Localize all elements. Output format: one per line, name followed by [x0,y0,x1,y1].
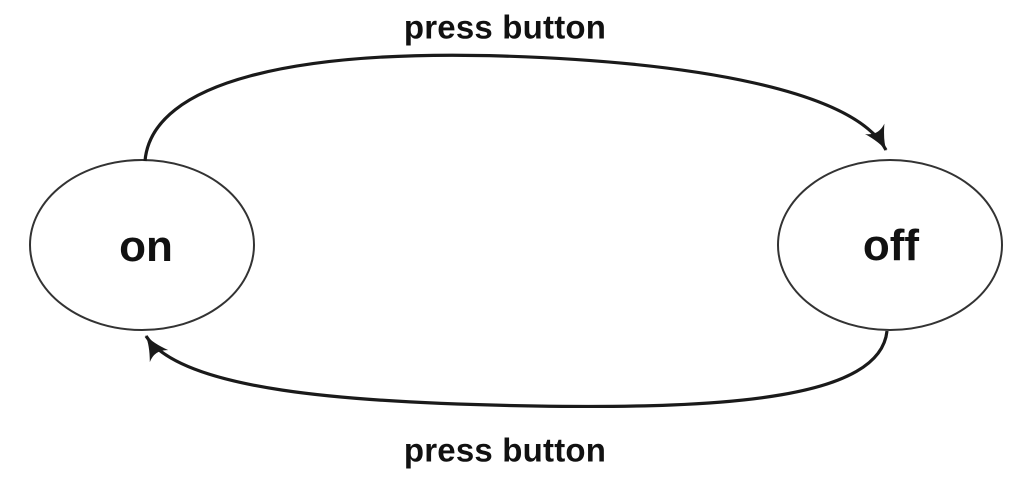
transition-bottom-label: press button [403,431,607,469]
state-off-ellipse [777,159,1003,331]
state-off-label: off [862,221,920,270]
state-on-ellipse [29,159,255,331]
transition-on-to-off-arrow [143,53,888,162]
transition-top-label: press button [403,8,607,46]
transition-off-to-on-arrow [144,330,889,409]
state-on-label: on [119,222,173,271]
